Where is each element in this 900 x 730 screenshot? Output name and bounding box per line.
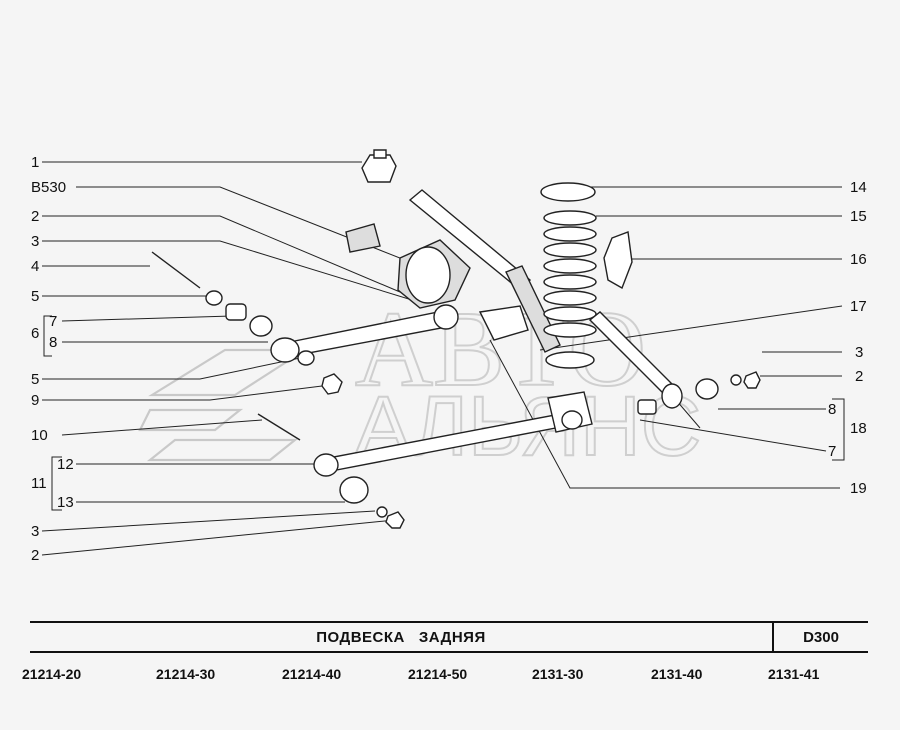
callout-8-right: 8 (828, 401, 836, 418)
callout-3-right: 3 (855, 344, 863, 361)
callout-3-upper: 3 (31, 233, 39, 250)
diagram-title: ПОДВЕСКА ЗАДНЯЯ (316, 628, 486, 646)
callout-1: 1 (31, 154, 39, 171)
callout-b530: B530 (31, 179, 66, 196)
diagram-code: D300 (803, 628, 839, 646)
model-item: 21214-40 (282, 666, 342, 682)
callout-2-lower: 2 (31, 547, 39, 564)
coil-spring (543, 210, 597, 338)
model-item: 2131-30 (532, 666, 584, 682)
callout-18: 18 (850, 420, 867, 437)
title-bar: ПОДВЕСКА ЗАДНЯЯ D300 (30, 621, 868, 653)
callout-5-upper: 5 (31, 288, 39, 305)
callout-4: 4 (31, 258, 39, 275)
callout-9: 9 (31, 392, 39, 409)
callout-2-right: 2 (855, 368, 863, 385)
model-list: 21214-20 21214-30 21214-40 21214-50 2131… (0, 666, 900, 688)
callout-10: 10 (31, 427, 48, 444)
callout-6: 6 (31, 325, 39, 342)
brackets (43, 315, 845, 511)
callout-7-right: 7 (828, 443, 836, 460)
callout-14: 14 (850, 179, 867, 196)
callout-3-lower: 3 (31, 523, 39, 540)
callout-13: 13 (57, 494, 74, 511)
suspension-parts (151, 149, 761, 529)
callout-8-left: 8 (49, 334, 57, 351)
model-item: 2131-40 (651, 666, 703, 682)
suspension-diagram: АВТО АЛЬЯНС (31, 149, 867, 564)
callout-5-lower: 5 (31, 371, 39, 388)
callout-15: 15 (850, 208, 867, 225)
callout-17: 17 (850, 298, 867, 315)
callout-11: 11 (31, 475, 47, 492)
callout-7-left: 7 (49, 313, 57, 330)
model-item: 2131-41 (768, 666, 820, 682)
leader-lines (41, 161, 843, 556)
callout-12: 12 (57, 456, 74, 473)
callout-labels: 1 B530 2 3 4 5 6 7 8 5 9 10 11 12 13 3 2… (31, 154, 867, 564)
model-item: 21214-30 (156, 666, 216, 682)
model-item: 21214-20 (22, 666, 82, 682)
callout-19: 19 (850, 480, 867, 497)
model-item: 21214-50 (408, 666, 468, 682)
title-divider (772, 623, 774, 651)
callout-2-upper: 2 (31, 208, 39, 225)
callout-16: 16 (850, 251, 867, 268)
